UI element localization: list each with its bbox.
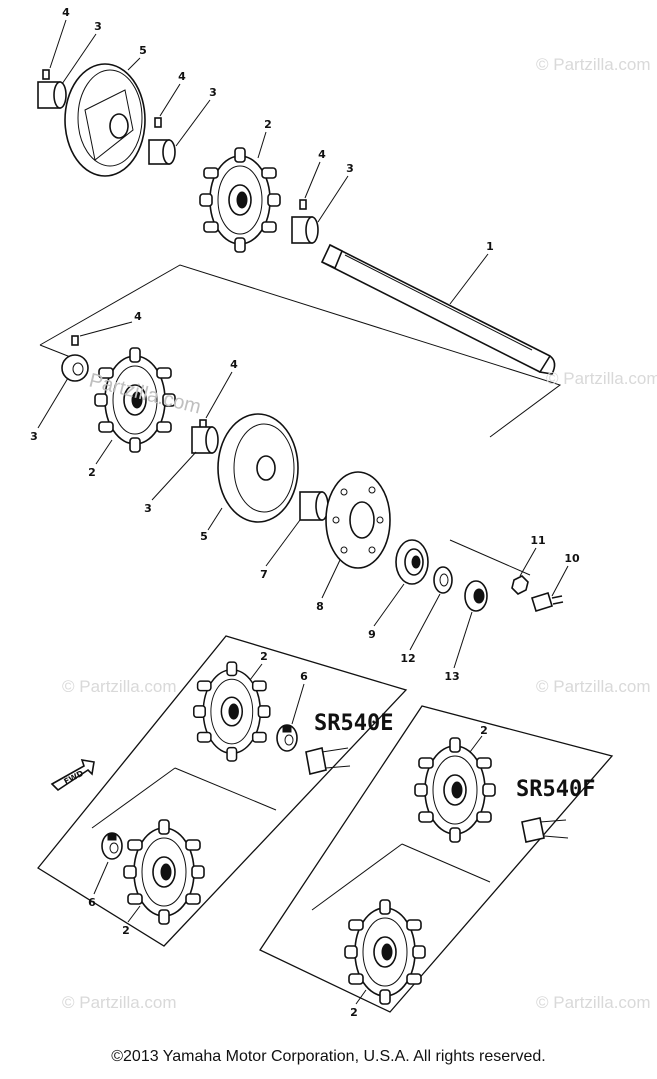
exploded-view-diagram: 4 3 5 4 3 2 4 3 1 4 3 2 4 3 5 7 8 9 12 1… (30, 6, 657, 1019)
callout-collar: 3 (346, 162, 354, 175)
forward-arrow-icon: FWD (50, 758, 95, 792)
callout-drive-flange: 8 (316, 600, 324, 613)
watermark-text: © Partzilla.com (536, 677, 651, 696)
inset-sr540f: 2 2 SR540F (259, 705, 614, 1019)
callout-washer: 12 (400, 652, 415, 665)
sprocket-part (414, 737, 496, 843)
callout-end-collar: 13 (444, 670, 459, 683)
collar-part (291, 216, 319, 244)
callout-set-screw: 4 (178, 70, 186, 83)
washer-part (433, 566, 453, 594)
callout-collar: 3 (209, 86, 217, 99)
bushing-part (299, 491, 329, 521)
collar-part (37, 81, 67, 109)
callout-set-screw: 4 (62, 6, 70, 19)
callout-shaft: 1 (486, 240, 494, 253)
watermark-text: © Partzilla.com (62, 993, 177, 1012)
callout-clamp: 6 (88, 896, 96, 909)
callout-nut: 11 (530, 534, 545, 547)
sprocket-part (344, 899, 426, 1005)
inset-sr540e: 2 6 6 2 SR540E (37, 635, 408, 947)
callout-collar: 3 (30, 430, 38, 443)
sprocket-part (123, 819, 205, 925)
collar-part (148, 139, 176, 165)
watermark-text: © Partzilla.com (62, 677, 177, 696)
idler-wheel-part (217, 413, 299, 523)
callout-set-screw: 4 (134, 310, 142, 323)
watermark-text: © Partzilla.com (546, 369, 657, 388)
watermark-text: © Partzilla.com (536, 55, 651, 74)
collar-part (191, 426, 219, 454)
reference-outline (39, 264, 562, 438)
model-label-sr540e: SR540E (314, 711, 393, 736)
sprocket-part (193, 661, 271, 762)
callout-idler-wheel: 5 (200, 530, 208, 543)
callout-sprocket: 2 (480, 724, 488, 737)
callout-clamp: 6 (300, 670, 308, 683)
callout-set-screw: 4 (230, 358, 238, 371)
callout-bolt: 10 (564, 552, 580, 565)
callout-sprocket: 2 (264, 118, 272, 131)
callout-bushing: 7 (260, 568, 268, 581)
idler-wheel-part (64, 63, 146, 177)
drive-flange-part (325, 471, 391, 569)
callout-bearing: 9 (368, 628, 376, 641)
copyright-notice: ©2013 Yamaha Motor Corporation, U.S.A. A… (111, 1048, 546, 1065)
bolt-part (531, 591, 564, 613)
collar-part (61, 354, 89, 382)
callout-sprocket: 2 (260, 650, 268, 663)
drive-shaft-part (320, 243, 556, 375)
callout-sprocket: 2 (122, 924, 130, 937)
bearing-part (395, 539, 429, 585)
clamp-part (101, 832, 123, 860)
callout-sprocket: 2 (350, 1006, 358, 1019)
callout-set-screw: 4 (318, 148, 326, 161)
watermark-text: © Partzilla.com (536, 993, 651, 1012)
upper-assembly: 4 3 5 4 3 2 4 3 1 4 3 2 4 3 5 7 8 9 12 1… (30, 6, 580, 683)
clamp-part (276, 724, 298, 752)
sprocket-part (199, 147, 281, 253)
callout-collar: 3 (144, 502, 152, 515)
callout-sprocket: 2 (88, 466, 96, 479)
set-screw-part (42, 69, 50, 80)
model-label-sr540f: SR540F (516, 777, 595, 802)
callout-collar: 3 (94, 20, 102, 33)
nut-part (511, 575, 529, 595)
end-collar-part (464, 580, 488, 612)
callout-idler-wheel: 5 (139, 44, 147, 57)
